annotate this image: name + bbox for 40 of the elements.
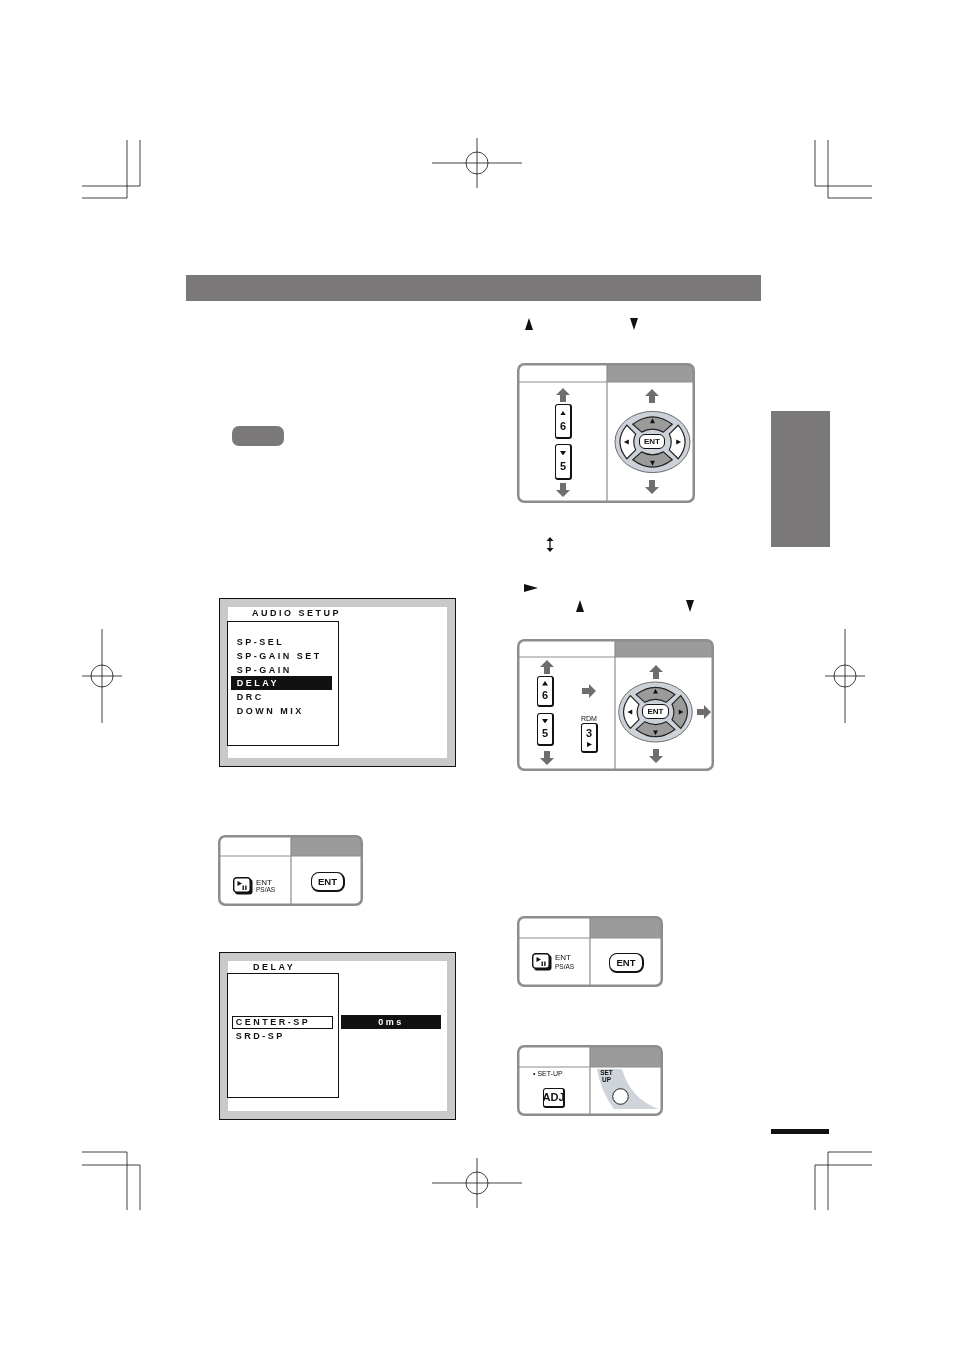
key-caption: ENT <box>256 878 272 887</box>
menu-item: CENTER-SP <box>235 1017 311 1028</box>
menu-item: DELAY <box>236 677 279 688</box>
key-number: 5 <box>559 461 567 473</box>
key-text: ENT <box>647 707 664 716</box>
menu-highlight-bar <box>230 675 332 690</box>
menu-item: SP-GAIN <box>236 664 292 675</box>
remote-key <box>555 444 572 480</box>
menu-item: DOWN MIX <box>236 705 304 716</box>
setup-button-area <box>597 1068 658 1110</box>
key-caption: ENT <box>555 953 571 962</box>
menu-item: SP-SEL <box>236 636 285 647</box>
menu-list <box>227 973 339 1098</box>
value-bar <box>341 1015 441 1029</box>
value-text: 0ms <box>378 1017 404 1027</box>
remote-key <box>609 953 644 973</box>
key-number: 5 <box>541 728 549 740</box>
key-number: 6 <box>559 420 567 432</box>
remote-key <box>537 676 554 707</box>
side-tab <box>771 411 830 547</box>
key-number: 3 <box>585 727 593 739</box>
remote-key <box>581 723 598 753</box>
screen-title: AUDIO SETUP <box>252 608 341 618</box>
key-text: ENT <box>616 957 636 968</box>
screen-title: DELAY <box>253 962 296 972</box>
key-text: ENT <box>318 876 337 887</box>
menu-item: SRD-SP <box>235 1030 285 1041</box>
enter-key <box>639 434 665 449</box>
menu-cursor-frame <box>231 1015 333 1029</box>
remote-key <box>555 404 572 439</box>
menu-item: DRC <box>236 691 264 702</box>
screen-display <box>219 952 456 1120</box>
remote-key <box>537 713 554 746</box>
remote-key <box>543 1088 565 1108</box>
key-text: ENT <box>644 437 660 446</box>
key-number: 6 <box>541 689 549 701</box>
menu-item: SP-GAIN SET <box>236 650 322 661</box>
screen-display <box>219 598 456 767</box>
menu-list <box>227 621 339 746</box>
remote-key <box>311 872 345 892</box>
